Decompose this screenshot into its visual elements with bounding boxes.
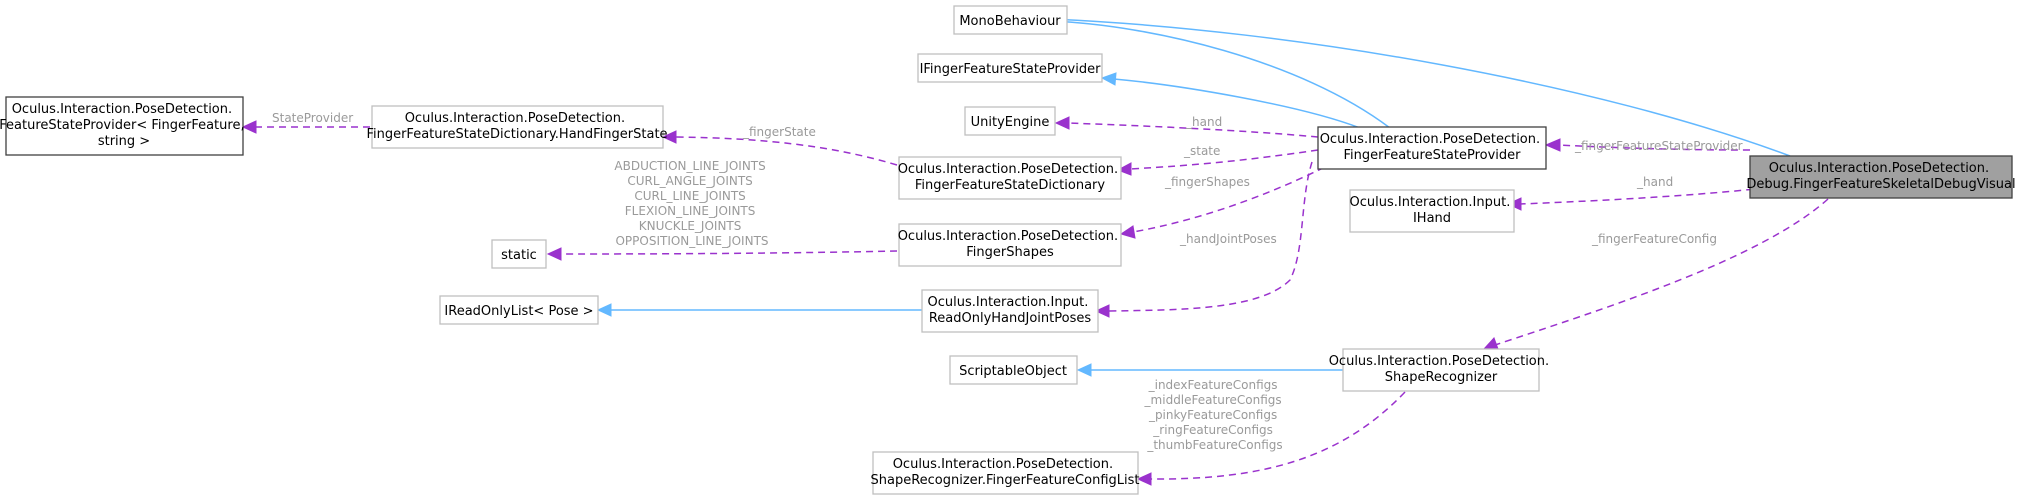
node-unityengine[interactable]: UnityEngine [964, 106, 1056, 136]
edge-shaperecognizer-to-scriptableobject [1076, 363, 1343, 377]
svg-text:Oculus.Interaction.PoseDetecti: Oculus.Interaction.PoseDetection. ShapeR… [870, 457, 1139, 488]
svg-text:IFingerFeatureStateProvider: IFingerFeatureStateProvider [920, 62, 1102, 77]
edge-featurestateprovider-usage [1544, 138, 1751, 152]
svg-text:MonoBehaviour: MonoBehaviour [959, 14, 1061, 29]
edge-label-hand-ihand: _hand [1636, 175, 1673, 189]
edge-handjointposes-usage [1094, 161, 1313, 318]
svg-text:Oculus.Interaction.PoseDetecti: Oculus.Interaction.PoseDetection. Finger… [898, 162, 1123, 193]
svg-text:Oculus.Interaction.PoseDetecti: Oculus.Interaction.PoseDetection. Finger… [366, 111, 667, 142]
edge-featureconfigs-usage [1136, 391, 1406, 486]
edge-label-fingershapes: _fingerShapes [1164, 175, 1250, 189]
node-finger-feature-skeletal-debug-visual[interactable]: Oculus.Interaction.PoseDetection. Debug.… [1746, 155, 2016, 199]
edge-label-state: _state [1183, 144, 1220, 158]
edge-label-static-joints: ABDUCTION_LINE_JOINTS CURL_ANGLE_JOINTS … [614, 159, 769, 248]
edge-label-fingerfeatureconfig: _fingerFeatureConfig [1591, 232, 1717, 246]
node-fingerfeaturestatedictionary[interactable]: Oculus.Interaction.PoseDetection. Finger… [898, 156, 1123, 200]
svg-text:Oculus.Interaction.PoseDetecti: Oculus.Interaction.PoseDetection. Finger… [898, 229, 1123, 260]
edge-readonlyhandjointposes-to-ireadonlylist [596, 303, 922, 317]
svg-text:Oculus.Interaction.PoseDetecti: Oculus.Interaction.PoseDetection. Finger… [1320, 132, 1545, 163]
svg-text:Oculus.Interaction.PoseDetecti: Oculus.Interaction.PoseDetection. ShapeR… [1329, 354, 1554, 385]
edge-provider-to-ifingerfeaturestateprovider [1100, 72, 1361, 129]
node-handfingerstate[interactable]: Oculus.Interaction.PoseDetection. Finger… [366, 105, 668, 149]
node-monobehaviour[interactable]: MonoBehaviour [953, 5, 1068, 35]
svg-text:ScriptableObject: ScriptableObject [959, 364, 1067, 379]
svg-text:UnityEngine: UnityEngine [971, 115, 1050, 130]
svg-text:Oculus.Interaction.Input.: Oculus.Interaction.Input. ReadOnlyHandJo… [928, 295, 1093, 326]
node-shaperecognizer[interactable]: Oculus.Interaction.PoseDetection. ShapeR… [1329, 348, 1554, 392]
edge-label-hand-unityengine: _hand [1185, 115, 1222, 129]
edge-label-fingerfeaturestateprovider: _fingerFeatureStateProvider [1574, 139, 1743, 153]
edge-ihand-usage [1506, 187, 1766, 211]
edge-state-usage [1116, 149, 1319, 176]
node-static[interactable]: static [491, 239, 547, 269]
edge-static-usage [546, 247, 898, 261]
edge-label-fingerstate: _fingerState [742, 125, 816, 139]
node-ireadonlylist-pose[interactable]: IReadOnlyList< Pose > [439, 295, 599, 325]
edge-label-handjointposes: _handJointPoses [1179, 232, 1277, 246]
node-featurestateprovider[interactable]: Oculus.Interaction.PoseDetection. Featur… [0, 96, 249, 156]
edge-label-feature-configs: _indexFeatureConfigs _middleFeatureConfi… [1144, 378, 1286, 452]
edge-label-stateprovider: StateProvider [272, 111, 353, 125]
svg-text:Oculus.Interaction.Input.: Oculus.Interaction.Input. IHand [1350, 195, 1515, 226]
edge-unityengine-usage [1054, 116, 1319, 138]
svg-text:static: static [501, 248, 537, 263]
edge-stateprovider-usage [241, 120, 370, 134]
edge-fingerfeatureconfig-usage [1482, 198, 1829, 350]
node-readonlyhandjointposes[interactable]: Oculus.Interaction.Input. ReadOnlyHandJo… [921, 289, 1099, 333]
node-fingershapes[interactable]: Oculus.Interaction.PoseDetection. Finger… [898, 223, 1123, 267]
svg-text:IReadOnlyList< Pose >: IReadOnlyList< Pose > [444, 304, 593, 319]
svg-text:Oculus.Interaction.PoseDetecti: Oculus.Interaction.PoseDetection. Debug.… [1746, 161, 2015, 192]
edge-fingerstate-usage [661, 130, 898, 166]
node-ifingerfeaturestateprovider[interactable]: IFingerFeatureStateProvider [917, 53, 1103, 83]
node-fingerfeaturestateprovider[interactable]: Oculus.Interaction.PoseDetection. Finger… [1317, 126, 1547, 170]
node-scriptableobject[interactable]: ScriptableObject [949, 355, 1078, 385]
edge-fingershapes-usage [1119, 161, 1336, 239]
svg-text:Oculus.Interaction.PoseDetecti: Oculus.Interaction.PoseDetection. Featur… [0, 102, 249, 149]
node-fingerfeatureconfiglist[interactable]: Oculus.Interaction.PoseDetection. ShapeR… [870, 451, 1140, 495]
node-ihand[interactable]: Oculus.Interaction.Input. IHand [1349, 189, 1515, 233]
